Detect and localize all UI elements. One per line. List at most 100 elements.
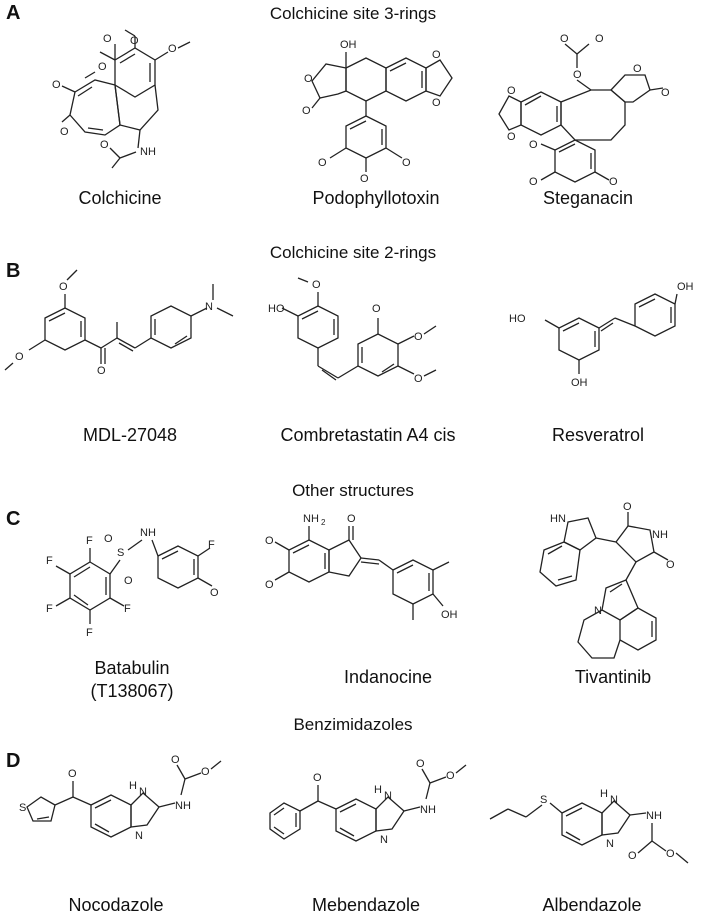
svg-text:O: O	[210, 587, 219, 599]
svg-text:O: O	[168, 43, 177, 55]
compound-name-colchicine: Colchicine	[78, 188, 162, 208]
svg-text:O: O	[171, 754, 180, 766]
combretastatin-a4-structure: O HO O O O	[268, 277, 437, 385]
svg-text:O: O	[68, 768, 77, 780]
svg-text:O: O	[414, 331, 423, 343]
svg-text:N: N	[205, 301, 213, 313]
svg-text:O: O	[609, 176, 618, 188]
svg-text:S: S	[19, 802, 26, 814]
panel-letter-c: C	[6, 508, 21, 530]
svg-text:O: O	[347, 513, 356, 525]
svg-text:O: O	[124, 575, 133, 587]
svg-text:F: F	[208, 539, 215, 551]
svg-text:O: O	[304, 73, 313, 85]
svg-text:O: O	[595, 33, 604, 45]
svg-text:O: O	[633, 63, 642, 75]
svg-text:S: S	[117, 547, 124, 559]
svg-text:O: O	[100, 139, 109, 151]
svg-text:O: O	[98, 61, 107, 73]
svg-text:F: F	[46, 555, 53, 567]
svg-text:NH: NH	[140, 527, 156, 539]
svg-text:O: O	[666, 848, 675, 860]
svg-text:O: O	[623, 501, 632, 513]
svg-text:O: O	[402, 157, 411, 169]
svg-text:O: O	[573, 69, 582, 81]
svg-text:N: N	[135, 830, 143, 842]
svg-text:O: O	[265, 535, 274, 547]
svg-text:O: O	[130, 35, 139, 47]
svg-text:O: O	[529, 139, 538, 151]
svg-text:O: O	[15, 351, 24, 363]
compound-name-mebendazole: Mebendazole	[311, 895, 421, 915]
svg-text:O: O	[103, 33, 112, 45]
compound-name-batabulin: Batabulin (T138067)	[22, 657, 242, 703]
svg-text:O: O	[201, 766, 210, 778]
svg-text:N: N	[384, 790, 392, 802]
resveratrol-structure: OH HO OH	[509, 281, 694, 389]
svg-text:O: O	[507, 85, 516, 97]
svg-text:OH: OH	[571, 377, 588, 389]
svg-text:OH: OH	[677, 281, 694, 293]
svg-text:O: O	[265, 579, 274, 591]
svg-text:F: F	[86, 627, 93, 639]
svg-text:O: O	[416, 758, 425, 770]
section-title-b: Colchicine site 2-rings	[269, 243, 437, 262]
svg-text:O: O	[507, 131, 516, 143]
compound-name-podophyllotoxin: Podophyllotoxin	[312, 188, 440, 208]
compound-name-mdl-27048: MDL-27048	[82, 425, 178, 445]
svg-text:O: O	[318, 157, 327, 169]
panel-letter-d: D	[6, 750, 21, 772]
steganacin-structure: O O O O O O O O O O	[498, 33, 670, 188]
compound-name-albendazole: Albendazole	[542, 895, 642, 915]
section-title-c: Other structures	[292, 481, 414, 500]
svg-text:HO: HO	[509, 313, 526, 325]
svg-text:N: N	[139, 786, 147, 798]
panel-letter-a: A	[6, 2, 21, 24]
svg-text:O: O	[661, 87, 670, 99]
svg-text:O: O	[312, 279, 321, 291]
podophyllotoxin-structure: OH OO O O O O O	[302, 39, 453, 185]
svg-text:NH: NH	[420, 804, 436, 816]
compound-name-resveratrol: Resveratrol	[551, 425, 645, 445]
mdl-27048-structure: O O O N	[4, 269, 234, 377]
compound-name-steganacin: Steganacin	[542, 188, 634, 208]
compound-name-tivantinib: Tivantinib	[574, 667, 652, 687]
svg-text:F: F	[124, 603, 131, 615]
section-title-d: Benzimidazoles	[293, 715, 413, 734]
svg-text:O: O	[446, 770, 455, 782]
svg-text:H: H	[600, 788, 608, 800]
svg-text:HO: HO	[268, 303, 285, 315]
panel-letter-b: B	[6, 260, 21, 282]
colchicine-structure: O O O O O O NH O	[52, 29, 191, 169]
compound-name-batabulin-line2: (T138067)	[90, 681, 174, 701]
svg-text:OH: OH	[441, 609, 458, 621]
svg-text:O: O	[372, 303, 381, 315]
svg-text:O: O	[628, 850, 637, 862]
svg-text:N: N	[610, 794, 618, 806]
svg-text:O: O	[560, 33, 569, 45]
svg-text:O: O	[360, 173, 369, 185]
svg-text:O: O	[52, 79, 61, 91]
section-title-a: Colchicine site 3-rings	[269, 4, 437, 23]
svg-text:O: O	[529, 176, 538, 188]
svg-text:NH: NH	[652, 529, 668, 541]
svg-text:N: N	[606, 838, 614, 850]
compound-name-combretastatin: Combretastatin A4 cis	[280, 425, 456, 445]
compound-name-nocodazole: Nocodazole	[68, 895, 164, 915]
svg-text:NH: NH	[303, 513, 319, 525]
svg-text:F: F	[86, 535, 93, 547]
svg-text:HN: HN	[550, 513, 566, 525]
svg-text:O: O	[59, 281, 68, 293]
svg-text:NH: NH	[646, 810, 662, 822]
batabulin-structure: F F F F F S OO NH F O	[46, 527, 219, 639]
compound-name-indanocine: Indanocine	[343, 667, 433, 687]
svg-text:F: F	[46, 603, 53, 615]
compound-name-batabulin-line1: Batabulin	[94, 658, 170, 678]
svg-text:N: N	[594, 605, 602, 617]
svg-text:H: H	[129, 780, 137, 792]
svg-text:O: O	[666, 559, 675, 571]
